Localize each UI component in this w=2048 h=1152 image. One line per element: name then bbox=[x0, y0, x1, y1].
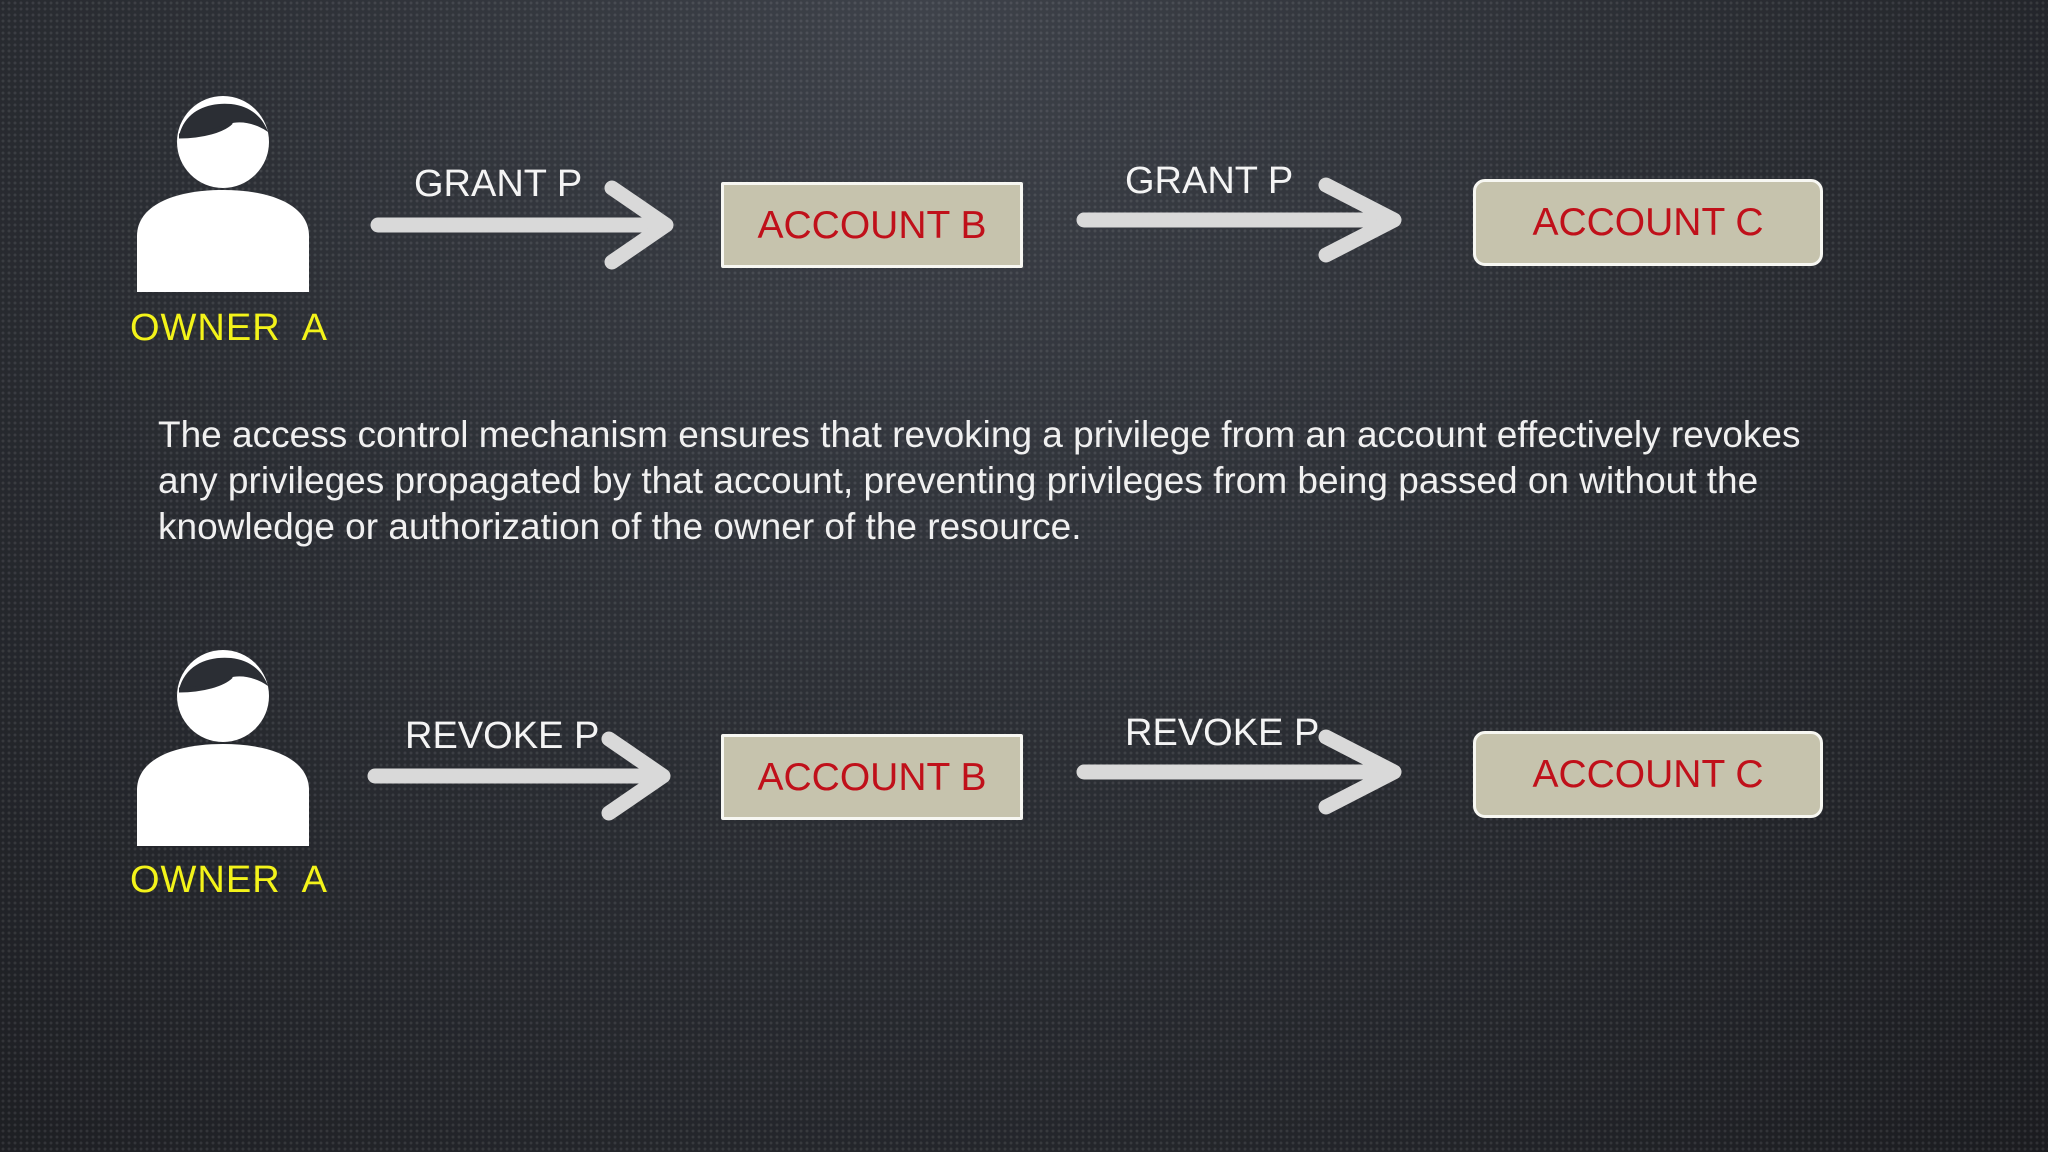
right-arrow-icon bbox=[370, 180, 674, 270]
account-b-box: ACCOUNT B bbox=[721, 182, 1023, 268]
revoke-arrow-label: REVOKE P bbox=[1125, 712, 1320, 754]
owner-label: OWNER A bbox=[130, 859, 329, 901]
account-c-box: ACCOUNT C bbox=[1473, 179, 1823, 266]
right-arrow-icon bbox=[367, 731, 671, 821]
account-c-box: ACCOUNT C bbox=[1473, 731, 1823, 818]
revoke-arrow-label: REVOKE P bbox=[405, 715, 600, 757]
grant-arrow-label: GRANT P bbox=[1125, 160, 1294, 202]
right-arrow-icon bbox=[1076, 177, 1402, 263]
right-arrow-icon bbox=[1076, 729, 1402, 815]
grant-arrow-label: GRANT P bbox=[414, 163, 583, 205]
owner-person-icon bbox=[137, 96, 309, 292]
owner-person-icon bbox=[137, 650, 309, 846]
account-b-box: ACCOUNT B bbox=[721, 734, 1023, 820]
account-c-label: ACCOUNT C bbox=[1532, 201, 1764, 244]
owner-label: OWNER A bbox=[130, 307, 329, 349]
account-b-label: ACCOUNT B bbox=[757, 755, 987, 799]
account-b-label: ACCOUNT B bbox=[757, 203, 987, 247]
description-text: The access control mechanism ensures tha… bbox=[158, 414, 1801, 547]
account-c-label: ACCOUNT C bbox=[1532, 753, 1764, 796]
